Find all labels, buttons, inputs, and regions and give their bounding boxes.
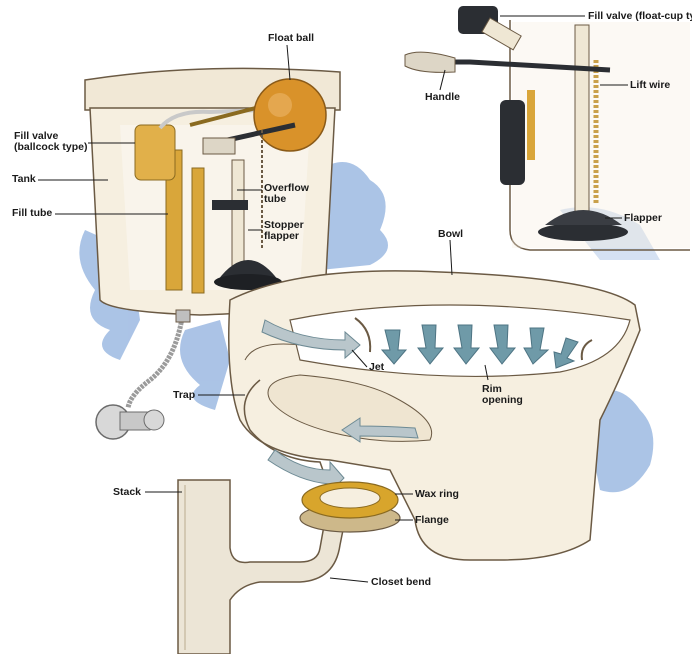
trap-label: Trap — [173, 390, 195, 401]
closet-bend-label: Closet bend — [371, 577, 431, 588]
stopper-flapper-label-2: flapper — [264, 231, 299, 242]
fill-tube-label: Fill tube — [12, 208, 52, 219]
bowl-label: Bowl — [438, 229, 463, 240]
wax-ring-flange — [300, 482, 400, 532]
flapper-label: Flapper — [624, 213, 662, 224]
float-ball-label: Float ball — [268, 33, 314, 44]
wax-ring-label: Wax ring — [415, 489, 459, 500]
fill-valve-float-cup-label: Fill valve (float-cup type) — [588, 11, 692, 22]
rim-opening-label-2: opening — [482, 395, 523, 406]
overflow-tube-label-2: tube — [264, 194, 286, 205]
jet-label: Jet — [369, 362, 384, 373]
stack-label: Stack — [113, 487, 141, 498]
lift-wire-label: Lift wire — [630, 80, 670, 91]
tank-label: Tank — [12, 174, 36, 185]
flange-label: Flange — [415, 515, 449, 526]
handle-label: Handle — [425, 92, 460, 103]
fill-valve-ballcock-label-2: (ballcock type) — [14, 142, 88, 153]
